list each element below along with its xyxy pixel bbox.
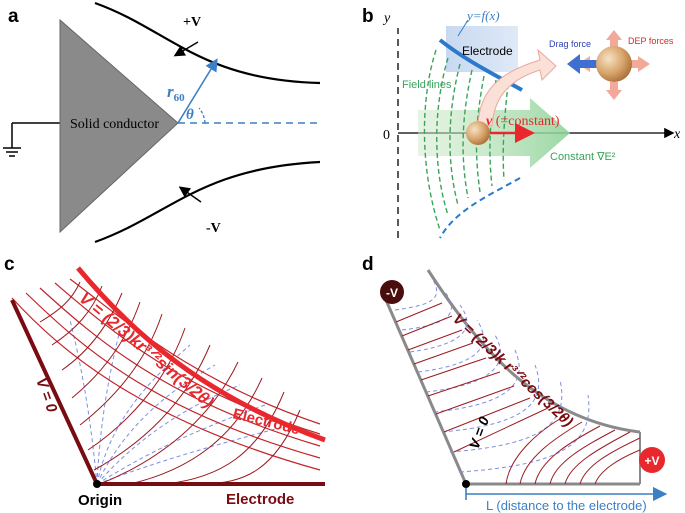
- solid-conductor-triangle: [59, 18, 179, 234]
- field-lines-dashed-d: [394, 277, 590, 473]
- equipotential-curves-d: [395, 302, 641, 485]
- panel-c-letter: c: [4, 254, 15, 275]
- origin-label: Origin: [78, 492, 122, 509]
- panel-b-letter: b: [362, 6, 374, 27]
- distance-label: L (distance to the electrode): [486, 498, 647, 513]
- origin-dot: [93, 480, 101, 488]
- panel-a: a Solid conductor r60 θ +V -V: [3, 1, 321, 244]
- r60-arrow: [177, 58, 218, 124]
- curve-equation: y=f(x): [465, 8, 500, 23]
- electrode-label: Electrode: [462, 44, 513, 58]
- plus-v-badge: [639, 447, 665, 473]
- zero-potential-line: [10, 299, 99, 485]
- constant-gradient-label: Constant ∇E²: [550, 151, 616, 163]
- particle-sphere: [466, 121, 490, 145]
- field-lines-label: Field lines: [402, 79, 452, 91]
- c-v-zero: V = 0: [32, 376, 60, 416]
- drag-force-label: Drag force: [549, 39, 591, 49]
- velocity-label: v (=constant): [486, 114, 560, 129]
- top-electrode: [76, 266, 326, 443]
- minus-v-badge: [380, 280, 404, 304]
- electrode-curve: [438, 38, 523, 92]
- image-electrode-dashed: [439, 177, 521, 239]
- top-boundary: [426, 269, 641, 434]
- minus-v-label: -V: [206, 221, 221, 236]
- c-equation: V = (2/3)kr³ᐟ²sin(3/2θ): [75, 289, 217, 413]
- panel-d-letter: d: [362, 254, 374, 275]
- panel-b: b y x 0 Electrode y=f(x) Field lines: [362, 6, 681, 239]
- theta-symbol: θ: [186, 107, 194, 123]
- conductor-label: Solid conductor: [70, 117, 159, 132]
- field-lines-c: [39, 281, 301, 485]
- x-axis-label: x: [673, 127, 681, 142]
- ground-icon: [3, 122, 60, 157]
- force-diagram: [567, 30, 650, 100]
- dep-forces-label: DEP forces: [628, 36, 674, 46]
- panel-d: d: [362, 254, 668, 513]
- force-particle-sphere: [596, 46, 632, 82]
- curve-equation-pointer: [457, 19, 469, 37]
- panel-c: c: [4, 254, 326, 509]
- minus-v-arrow: [178, 186, 202, 203]
- trajectory-arrow: [477, 48, 557, 127]
- d-equation: V = (2/3)k r³ᐟ²cos(3/2θ): [449, 310, 576, 430]
- d-v-zero: V = 0: [466, 414, 492, 451]
- theta-arc: [198, 107, 206, 124]
- r-symbol: r60: [167, 82, 185, 104]
- d-origin-dot: [462, 480, 470, 488]
- bottom-electrode-label: Electrode: [226, 491, 294, 508]
- y-axis-label: y: [382, 11, 391, 26]
- plus-v-label-d: +V: [644, 454, 659, 468]
- plus-v-label: +V: [183, 15, 201, 30]
- top-electrode-label: Electrode: [231, 405, 301, 438]
- field-lines-dashed-c: [69, 319, 291, 485]
- plus-v-arrow: [173, 41, 199, 57]
- upper-electrode-curve: [94, 1, 321, 85]
- minus-v-label-d: -V: [386, 286, 398, 300]
- origin-zero: 0: [383, 128, 390, 143]
- panel-a-letter: a: [8, 6, 19, 27]
- electrode-region: [446, 26, 518, 72]
